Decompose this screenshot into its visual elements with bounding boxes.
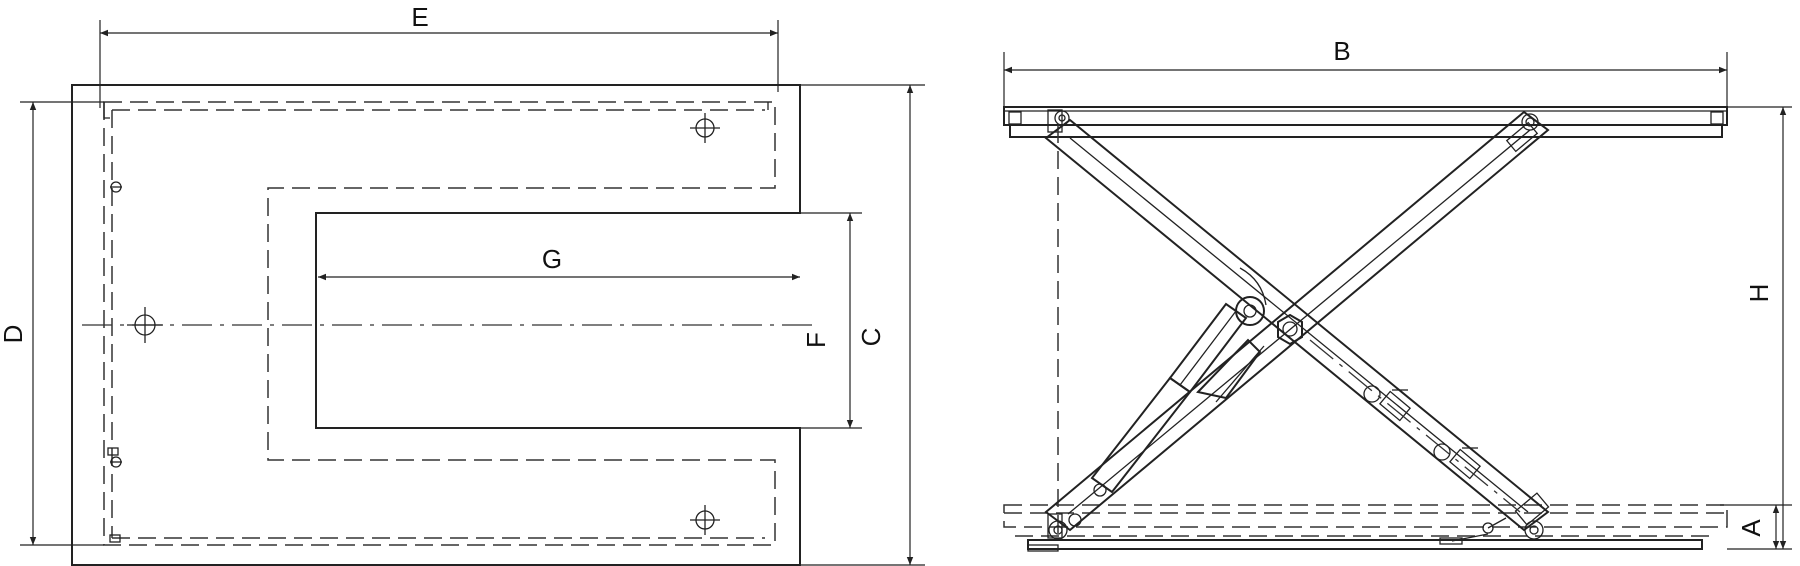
platform-outline xyxy=(71,84,801,566)
base-frame xyxy=(1027,539,1703,550)
bracket-icon xyxy=(109,534,121,543)
dim-label-d: D xyxy=(0,325,28,344)
lowered-platform-dashed xyxy=(1003,504,1728,528)
dim-label-e: E xyxy=(411,2,428,32)
dim-label-b: B xyxy=(1333,36,1350,66)
pivot-pin-icon xyxy=(1524,520,1544,540)
top-platform xyxy=(1003,106,1728,126)
mount-hole-icon xyxy=(690,505,720,535)
mount-hole-icon xyxy=(127,307,163,343)
scissor-arm xyxy=(1044,118,1550,532)
cylinder-pivot-icon xyxy=(1235,296,1265,326)
dim-label-c: C xyxy=(856,328,886,347)
dim-label-f: F xyxy=(801,332,831,348)
dim-label-g: G xyxy=(542,244,562,274)
center-pivot-nut-icon xyxy=(1277,313,1303,346)
dim-label-h: H xyxy=(1744,284,1774,303)
hydraulic-cylinder xyxy=(1090,302,1248,497)
top-view: E D C F G xyxy=(0,2,925,566)
inner-frame-dashed xyxy=(103,101,776,546)
dim-label-a: A xyxy=(1736,519,1766,537)
pivot-pin-icon xyxy=(1054,110,1070,126)
bolt-icon xyxy=(110,181,122,193)
side-view: B H A xyxy=(1003,36,1792,552)
valve-icon xyxy=(1433,443,1482,480)
bolt-icon xyxy=(107,447,122,468)
valve-icon xyxy=(1363,385,1412,422)
pivot-pin-icon xyxy=(1521,113,1539,131)
mount-hole-icon xyxy=(690,113,720,143)
